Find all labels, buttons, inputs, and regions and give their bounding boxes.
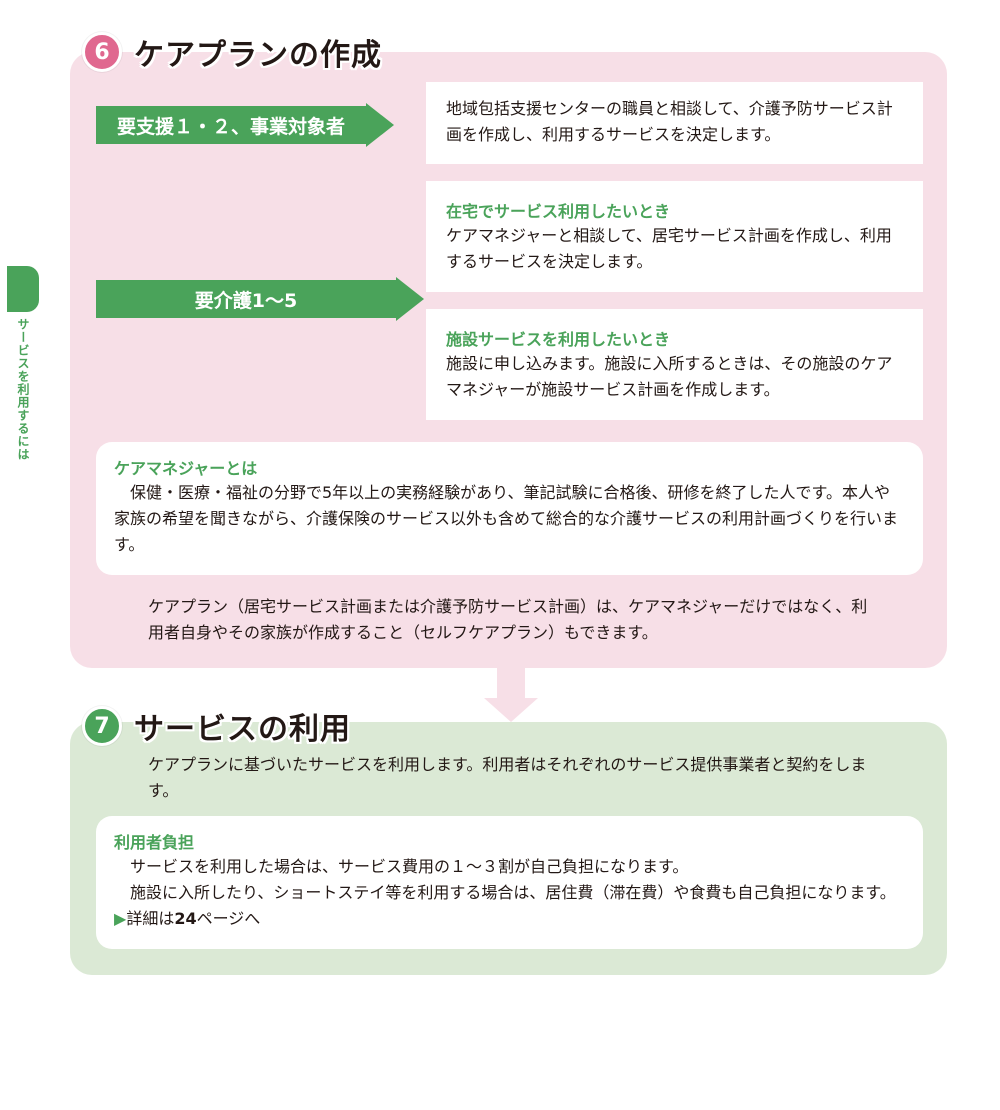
service-use-intro: ケアプランに基づいたサービスを利用します。利用者はそれぞれのサービス提供事業者と…	[148, 755, 867, 800]
care-manager-box: ケアマネジャーとは 保健・医療・福祉の分野で5年以上の実務経験があり、筆記試験に…	[96, 442, 923, 575]
section6-heading: 6 ケアプランの作成	[82, 30, 382, 74]
home-service-box: 在宅でサービス利用したいとき ケアマネジャーと相談して、居宅サービス計画を作成し…	[426, 181, 923, 292]
detail-link-prefix[interactable]: 詳細は	[126, 909, 175, 928]
user-burden-line2-text: 施設に入所したり、ショートステイ等を利用する場合は、居住費（滞在費）や食費も自己…	[130, 883, 896, 902]
support-level-text: 地域包括支援センターの職員と相談して、介護予防サービス計画を作成し、利用するサー…	[446, 99, 893, 144]
user-burden-heading: 利用者負担	[114, 833, 195, 852]
support-level-arrow: 要支援１・２、事業対象者	[96, 103, 394, 147]
detail-link-suffix[interactable]: ページへ	[196, 909, 261, 928]
section6-title: ケアプランの作成	[134, 38, 382, 73]
care-manager-heading: ケアマネジャーとは	[114, 459, 258, 478]
side-tab-label: サービスを利用するには	[16, 318, 30, 461]
home-service-heading: 在宅でサービス利用したいとき	[446, 202, 671, 221]
down-arrow-head-icon	[484, 698, 538, 722]
care-level-arrow: 要介護1〜5	[96, 277, 424, 321]
facility-service-heading: 施設サービスを利用したいとき	[446, 330, 671, 349]
section7-heading: 7 サービスの利用	[82, 704, 351, 748]
user-burden-box: 利用者負担 サービスを利用した場合は、サービス費用の１〜３割が自己負担になります…	[96, 816, 923, 949]
user-burden-line1: サービスを利用した場合は、サービス費用の１〜３割が自己負担になります。	[130, 857, 689, 876]
side-tab-marker	[7, 266, 39, 312]
user-burden-line2: 施設に入所したり、ショートステイ等を利用する場合は、居住費（滞在費）や食費も自己…	[114, 880, 905, 932]
care-manager-text: 保健・医療・福祉の分野で5年以上の実務経験があり、筆記試験に合格後、研修を終了し…	[114, 483, 899, 554]
arrow-right-icon	[366, 103, 394, 147]
care-level-label: 要介護1〜5	[96, 280, 396, 318]
detail-arrow-icon: ▶	[114, 909, 127, 928]
section6-number-badge: 6	[82, 32, 122, 72]
section7-number-badge: 7	[82, 706, 122, 746]
down-arrow-icon	[497, 668, 525, 698]
self-care-plan-note: ケアプラン（居宅サービス計画または介護予防サービス計画）は、ケアマネジャーだけで…	[148, 597, 868, 642]
arrow-right-icon	[396, 277, 424, 321]
support-level-label: 要支援１・２、事業対象者	[96, 106, 366, 144]
detail-link-page[interactable]: 24	[174, 909, 197, 928]
home-service-text: ケアマネジャーと相談して、居宅サービス計画を作成し、利用するサービスを決定します…	[446, 226, 892, 271]
section7-title: サービスの利用	[134, 712, 351, 747]
facility-service-text: 施設に申し込みます。施設に入所するときは、その施設のケアマネジャーが施設サービス…	[446, 354, 893, 399]
facility-service-box: 施設サービスを利用したいとき 施設に申し込みます。施設に入所するときは、その施設…	[426, 309, 923, 420]
support-level-box: 地域包括支援センターの職員と相談して、介護予防サービス計画を作成し、利用するサー…	[426, 82, 923, 164]
